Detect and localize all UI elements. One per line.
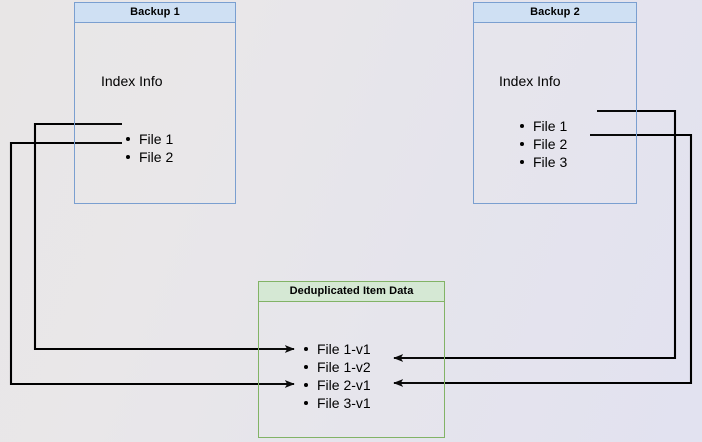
list-item: File 3 (517, 153, 567, 171)
node-backup2[interactable]: Backup 2 Index Info File 1 File 2 File 3 (473, 2, 637, 204)
node-backup1-title: Backup 1 (75, 3, 235, 23)
node-backup1[interactable]: Backup 1 Index Info File 1 File 2 (74, 2, 236, 204)
node-backup2-body: Index Info File 1 File 2 File 3 (474, 23, 636, 203)
list-item: File 2 (517, 135, 567, 153)
node-dedup-file-list: File 1-v1 File 1-v2 File 2-v1 File 3-v1 (301, 340, 371, 412)
node-dedup-body: File 1-v1 File 1-v2 File 2-v1 File 3-v1 (259, 302, 444, 437)
list-item: File 1 (123, 130, 173, 148)
list-item: File 1 (517, 117, 567, 135)
node-deduplicated-item-data[interactable]: Deduplicated Item Data File 1-v1 File 1-… (258, 281, 445, 438)
list-item: File 3-v1 (301, 394, 371, 412)
list-item: File 1-v2 (301, 358, 371, 376)
node-backup2-index-label: Index Info (499, 73, 561, 89)
node-backup1-body: Index Info File 1 File 2 (75, 23, 235, 203)
node-backup2-title: Backup 2 (474, 3, 636, 23)
node-backup1-index-label: Index Info (101, 73, 163, 89)
list-item: File 2-v1 (301, 376, 371, 394)
node-backup2-file-list: File 1 File 2 File 3 (517, 117, 567, 171)
list-item: File 1-v1 (301, 340, 371, 358)
node-backup1-file-list: File 1 File 2 (123, 130, 173, 166)
node-dedup-title: Deduplicated Item Data (259, 282, 444, 302)
list-item: File 2 (123, 148, 173, 166)
